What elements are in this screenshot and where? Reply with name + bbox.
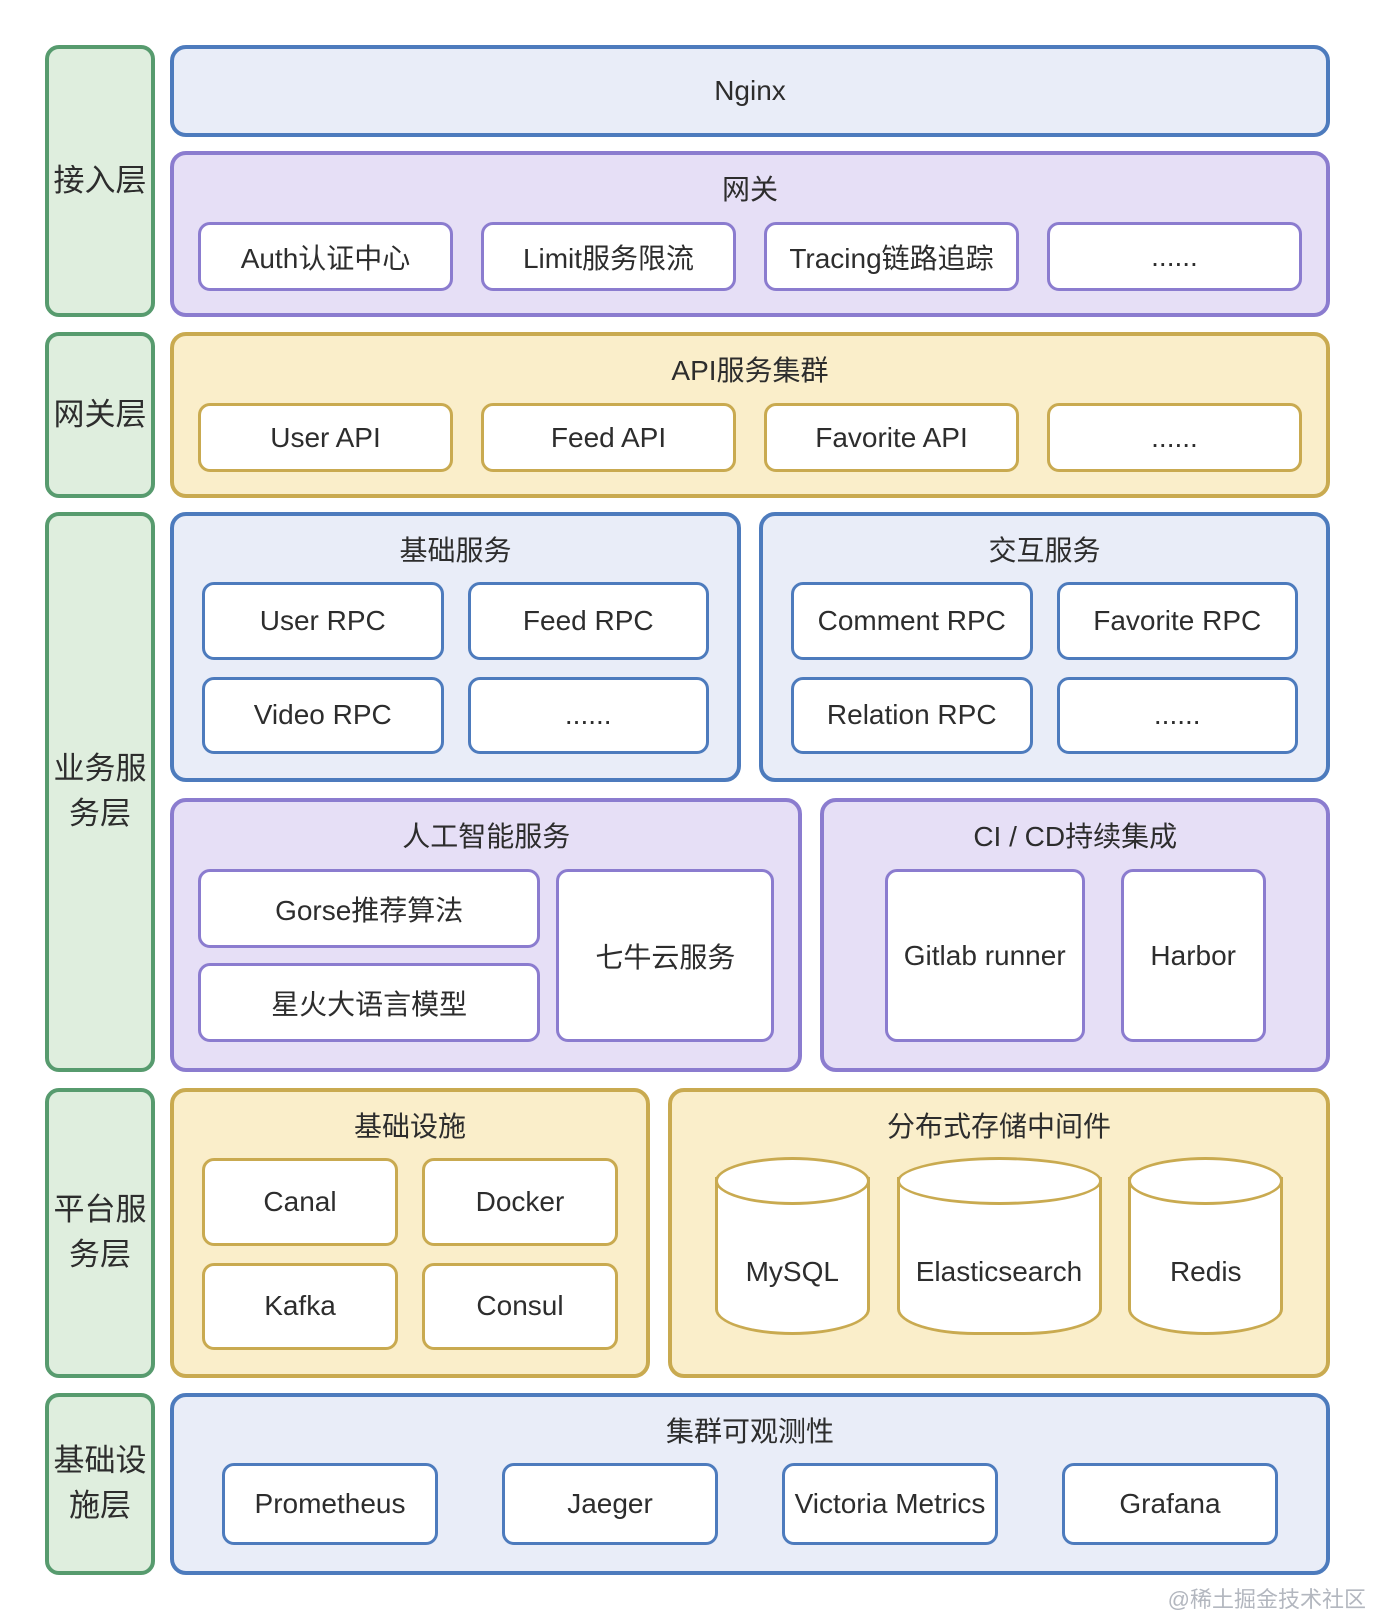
api-cluster-title: API服务集群 [671,355,829,386]
basic-services-group: 基础服务 User RPC Feed RPC Video RPC ...... [170,512,741,782]
business-top-row: 基础服务 User RPC Feed RPC Video RPC ...... … [170,512,1330,782]
database-cylinder-redis: Redis [1128,1157,1284,1335]
gateway-layer-row: 网关层 API服务集群 User API Feed API Favorite A… [45,332,1330,498]
gateway-item-tracing: Tracing链路追踪 [764,222,1019,291]
infra-item-docker: Docker [422,1158,618,1246]
access-layer-content: Nginx 网关 Auth认证中心 Limit服务限流 Tracing链路追踪 … [170,45,1330,317]
observability-group: 集群可观测性 Prometheus Jaeger Victoria Metric… [170,1393,1330,1575]
sidebar-label-access: 接入层 [45,45,155,317]
watermark: @稀土掘金技术社区 [1167,1587,1366,1612]
db-label-mysql: MySQL [745,1255,839,1287]
ai-services-group: 人工智能服务 Gorse推荐算法 星火大语言模型 七牛云服务 [170,798,803,1072]
gateway-item-auth: Auth认证中心 [198,222,453,291]
sidebar-label-infra-text: 基础设 施层 [53,1443,147,1523]
basic-services-title: 基础服务 [399,535,512,566]
rpc-item-more: ...... [467,676,709,754]
business-layer-content: 基础服务 User RPC Feed RPC Video RPC ...... … [170,512,1330,1072]
observability-items: Prometheus Jaeger Victoria Metrics Grafa… [174,1450,1326,1571]
sidebar-label-platform: 平台服 务层 [45,1088,155,1378]
sidebar-label-infra: 基础设 施层 [45,1393,155,1575]
cicd-item-gitlab-runner: Gitlab runner [884,869,1085,1042]
database-cylinder-mysql: MySQL [714,1157,870,1335]
observability-title: 集群可观测性 [665,1416,834,1447]
api-cluster-group: API服务集群 User API Feed API Favorite API .… [170,332,1330,498]
interactive-services-items: Comment RPC Favorite RPC Relation RPC ..… [763,569,1326,778]
cicd-item-harbor: Harbor [1120,869,1266,1042]
basic-services-items: User RPC Feed RPC Video RPC ...... [174,569,737,778]
gateway-item-limit: Limit服务限流 [481,222,736,291]
infra-layer-row: 基础设 施层 集群可观测性 Prometheus Jaeger Victoria… [45,1393,1330,1575]
ai-services-title: 人工智能服务 [402,821,571,852]
obs-item-grafana: Grafana [1062,1463,1278,1545]
ai-item-spark: 星火大语言模型 [198,963,541,1042]
db-label-elasticsearch: Elasticsearch [915,1255,1083,1287]
cicd-items: Gitlab runner Harbor [824,855,1326,1068]
api-item-more: ...... [1047,403,1302,472]
nginx-box: Nginx [170,45,1330,137]
api-cluster-items: User API Feed API Favorite API ...... [174,389,1326,494]
ai-item-gorse: Gorse推荐算法 [198,869,541,948]
storage-group: 分布式存储中间件 MySQL Elasticsearch Redis [668,1088,1330,1378]
sidebar-label-platform-text: 平台服 务层 [53,1192,147,1272]
ai-services-items: Gorse推荐算法 星火大语言模型 七牛云服务 [174,855,798,1068]
infra-item-consul: Consul [422,1262,618,1350]
sidebar-label-gateway: 网关层 [45,332,155,498]
storage-items: MySQL Elasticsearch Redis [672,1145,1326,1374]
database-cylinder-elasticsearch: Elasticsearch [896,1157,1102,1335]
ai-left-column: Gorse推荐算法 星火大语言模型 [198,869,541,1042]
api-item-favorite: Favorite API [764,403,1019,472]
rpc-item-comment: Comment RPC [791,582,1033,660]
nginx-label: Nginx [714,75,786,106]
infrastructure-group: 基础设施 Canal Docker Kafka Consul [170,1088,650,1378]
infrastructure-title: 基础设施 [353,1111,466,1142]
infrastructure-items: Canal Docker Kafka Consul [174,1145,646,1374]
ai-right-column: 七牛云服务 [556,869,775,1042]
api-item-user: User API [198,403,453,472]
gateway-group-title: 网关 [721,174,778,205]
rpc-item-user: User RPC [202,582,444,660]
sidebar-label-business-text: 业务服 务层 [53,751,147,831]
access-layer-row: 接入层 Nginx 网关 Auth认证中心 Limit服务限流 Tracing链… [45,45,1330,317]
cicd-title: CI / CD持续集成 [973,821,1178,852]
rpc-item-feed: Feed RPC [467,582,709,660]
db-label-redis: Redis [1169,1255,1242,1287]
gateway-items: Auth认证中心 Limit服务限流 Tracing链路追踪 ...... [174,208,1326,313]
sidebar-label-access-text: 接入层 [53,162,147,198]
diagram-body: 接入层 Nginx 网关 Auth认证中心 Limit服务限流 Tracing链… [45,45,1330,1575]
obs-item-prometheus: Prometheus [222,1463,438,1545]
infra-item-canal: Canal [202,1158,398,1246]
infra-item-kafka: Kafka [202,1262,398,1350]
gateway-layer-content: API服务集群 User API Feed API Favorite API .… [170,332,1330,498]
obs-item-victoria-metrics: Victoria Metrics [782,1463,998,1545]
storage-title: 分布式存储中间件 [886,1111,1111,1142]
sidebar-label-business: 业务服 务层 [45,512,155,1072]
business-layer-row: 业务服 务层 基础服务 User RPC Feed RPC Video RPC … [45,512,1330,1072]
platform-layer-row: 平台服 务层 基础设施 Canal Docker Kafka Consul 分布… [45,1088,1330,1378]
gateway-item-more: ...... [1047,222,1302,291]
gateway-group: 网关 Auth认证中心 Limit服务限流 Tracing链路追踪 ...... [170,151,1330,317]
ai-item-qiniu: 七牛云服务 [556,869,775,1042]
obs-item-jaeger: Jaeger [502,1463,718,1545]
api-item-feed: Feed API [481,403,736,472]
rpc-item-relation: Relation RPC [791,676,1033,754]
business-bottom-row: 人工智能服务 Gorse推荐算法 星火大语言模型 七牛云服务 C [170,798,1330,1072]
sidebar-label-gateway-text: 网关层 [53,396,147,432]
interactive-services-group: 交互服务 Comment RPC Favorite RPC Relation R… [759,512,1330,782]
infra-layer-content: 集群可观测性 Prometheus Jaeger Victoria Metric… [170,1393,1330,1575]
rpc-item-more2: ...... [1056,676,1298,754]
cicd-group: CI / CD持续集成 Gitlab runner Harbor [820,798,1330,1072]
platform-layer-content: 基础设施 Canal Docker Kafka Consul 分布式存储中间件 … [170,1088,1330,1378]
rpc-item-video: Video RPC [202,676,444,754]
interactive-services-title: 交互服务 [988,535,1101,566]
rpc-item-favorite: Favorite RPC [1056,582,1298,660]
